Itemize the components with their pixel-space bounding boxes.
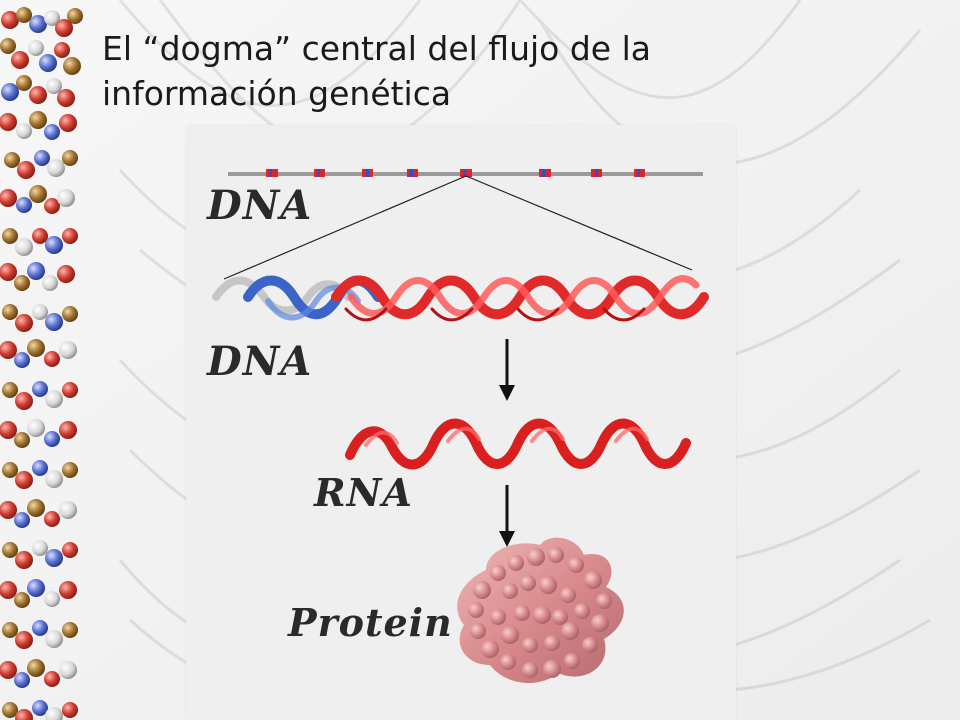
- central-dogma-diagram: [212, 169, 709, 684]
- arrow-rna-to-protein: [499, 485, 515, 547]
- dna-markers: [266, 169, 645, 177]
- rna-helix: [345, 418, 691, 470]
- dna-atom-column: [0, 7, 83, 720]
- label-protein: Protein: [288, 600, 453, 645]
- protein-structure: [457, 537, 624, 684]
- zoom-lines: [223, 175, 693, 280]
- slide-title-line-2: información genética: [102, 74, 452, 113]
- slide-title: El “dogma” central del flujo de la infor…: [102, 26, 882, 116]
- label-rna: RNA: [314, 470, 413, 515]
- dna-double-helix: [212, 275, 709, 322]
- dna-molecule-border: [0, 7, 83, 720]
- label-dna-helix: DNA: [207, 338, 313, 385]
- arrow-dna-to-rna: [499, 339, 515, 401]
- label-dna-bar: DNA: [207, 182, 313, 229]
- dna-chromosome-bar: [228, 169, 703, 177]
- slide-title-line-1: El “dogma” central del flujo de la: [102, 29, 651, 68]
